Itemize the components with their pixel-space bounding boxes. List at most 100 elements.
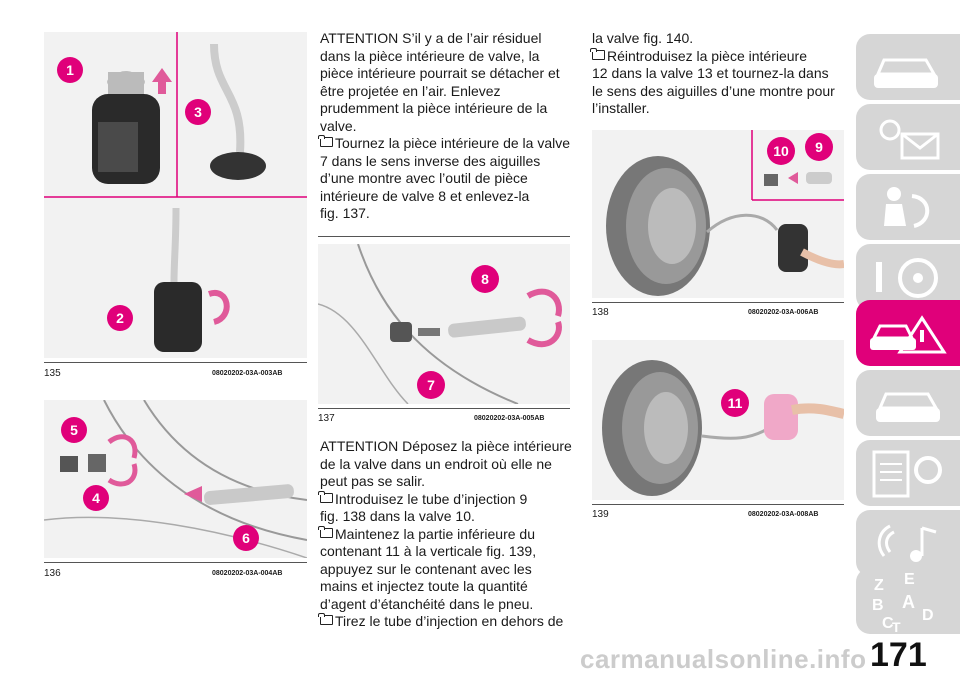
index-letter: B [872,597,884,614]
figure-138-code: 08020202-03A-006AB [748,309,819,316]
tab-steering[interactable] [856,244,960,310]
step-icon [318,613,333,625]
svg-text:7: 7 [427,377,435,393]
svg-text:8: 8 [481,271,489,287]
index-letter: D [922,607,934,624]
attention-residual-air-line-3: être projetée en l’air. Enlevez [320,82,501,99]
figure-138-illustration [592,130,844,298]
step-icon [590,47,605,60]
callout-5: 5 [61,417,87,443]
svg-text:1: 1 [66,62,74,78]
column-2-text-bottom: ATTENTION Déposez la pièce intérieure de… [318,438,572,631]
callout-4: 4 [83,485,109,511]
figure-137-top-rule [318,236,570,237]
step-hold-container-line-1: contenant 11 à la verticale fig. 139, [320,543,537,559]
step-reinsert-line-1: 12 dans la valve 13 et tournez-la dans [592,65,829,81]
figure-137-number: 137 [318,413,335,424]
figure-139-illustration [592,340,844,500]
figure-135-caption-rule [44,362,307,363]
index-letter: A [902,592,915,612]
callout-8: 8 [471,265,499,293]
specs-icon [872,450,942,498]
figure-135-illustration [44,32,307,358]
figure-137-illustration [318,244,570,404]
svg-text:9: 9 [815,139,823,155]
attention-residual-air-line-2: pièce intérieure pourrait se détacher et [320,65,560,81]
svg-text:5: 5 [70,422,78,438]
step-insert-tube-line-1: fig. 138 dans la valve 10. [320,508,475,524]
figure-136-code: 08020202-03A-004AB [212,570,283,577]
step-pull-tube-line-0: Tirez le tube d’injection en dehors de [335,613,564,629]
figure-135-code: 08020202-03A-003AB [212,370,283,377]
callout-9: 9 [805,133,833,161]
step-hold-container-line-0: Maintenez la partie inférieure du [335,525,536,542]
step-pull-tube-cont: la valve fig. 140. [592,30,694,46]
step-insert-tube-line-0: Introduisez le tube d’injection 9 [335,490,528,507]
svg-text:10: 10 [773,143,789,159]
callout-2: 2 [107,305,133,331]
svg-text:3: 3 [194,104,202,120]
emergency-icon [870,315,947,354]
attention-deposit-line-1: de la valve dans un endroit où elle ne [320,455,552,472]
figure-136-illustration [44,400,307,558]
figure-137-caption-rule [318,408,570,409]
step-reinsert-line-3: l’installer. [592,100,650,116]
attention-residual-air-line-4: prudemment la pièce intérieure de la [320,100,548,116]
safety-icon [884,187,930,228]
figure-138-number: 138 [592,307,609,318]
page-number: 171 [870,636,927,674]
car-icon [874,58,938,88]
column-3-text-top: la valve fig. 140. Réintroduisez la pièc… [590,30,844,118]
figure-139-number: 139 [592,509,609,520]
index-letter: C [882,615,894,632]
step-reinsert-line-0: Réintroduisez la pièce intérieure [607,47,807,64]
callout-7: 7 [417,371,445,399]
step-turn-valve-line-1: 7 dans le sens inverse des aiguilles [320,152,541,169]
figure-136-number: 136 [44,568,61,579]
attention-residual-air-line-1: dans la pièce intérieure de valve, la [320,47,540,64]
step-icon [318,490,333,503]
callout-11: 11 [721,389,749,417]
watermark: carmanualsonline.info [580,644,867,674]
tab-emergency[interactable] [856,300,960,366]
step-turn-valve-line-0: Tournez la pièce intérieure de la valve [335,135,571,151]
tab-specs[interactable] [856,440,960,506]
index-letter: Z [874,577,884,594]
figure-136-caption-rule [44,562,307,563]
figure-139-code: 08020202-03A-008AB [748,511,819,518]
callout-1: 1 [57,57,83,83]
attention-residual-air-line-5: valve. [320,117,357,134]
callout-10: 10 [767,137,795,165]
tab-safety[interactable] [856,174,960,240]
figure-138: 10 9 [592,130,844,298]
callout-6: 6 [233,525,259,551]
tab-warning-lights[interactable] [856,104,960,170]
step-reinsert-line-2: le sens des aiguilles d’une montre pour [592,82,835,99]
warning-lights-icon [879,119,940,160]
figure-137: 8 7 [318,244,570,404]
column-2-text-top: ATTENTION S’il y a de l’air résiduel dan… [318,30,572,223]
service-icon [876,392,940,422]
svg-text:6: 6 [242,530,250,546]
attention-residual-air-line-0: ATTENTION S’il y a de l’air résiduel [320,30,542,46]
figure-139-caption-rule [592,504,844,505]
index-letter: E [904,571,915,588]
svg-text:4: 4 [92,490,100,506]
tab-car-overview[interactable] [856,34,960,100]
index-letter: T [892,619,901,634]
step-hold-container-line-2: appuyez sur le contenant avec les [320,560,532,577]
figure-135-number: 135 [44,368,61,379]
tab-multimedia[interactable] [856,510,960,576]
step-turn-valve-line-3: intérieure de valve 8 et enlevez-la [320,187,530,204]
figure-136: 5 4 6 [44,400,307,558]
step-icon [318,525,333,538]
step-turn-valve-line-2: d’une montre avec l’outil de pièce [320,170,528,186]
step-icon [318,135,333,147]
steering-icon [876,258,938,298]
step-hold-container-line-4: d’agent d’étanchéité dans le pneu. [320,595,534,612]
step-turn-valve-line-4: fig. 137. [320,205,370,221]
figure-137-code: 08020202-03A-005AB [474,415,545,422]
tab-service[interactable] [856,370,960,436]
index-icon: Z E B A C T D [872,571,934,635]
tab-index[interactable]: Z E B A C T D [856,568,960,635]
